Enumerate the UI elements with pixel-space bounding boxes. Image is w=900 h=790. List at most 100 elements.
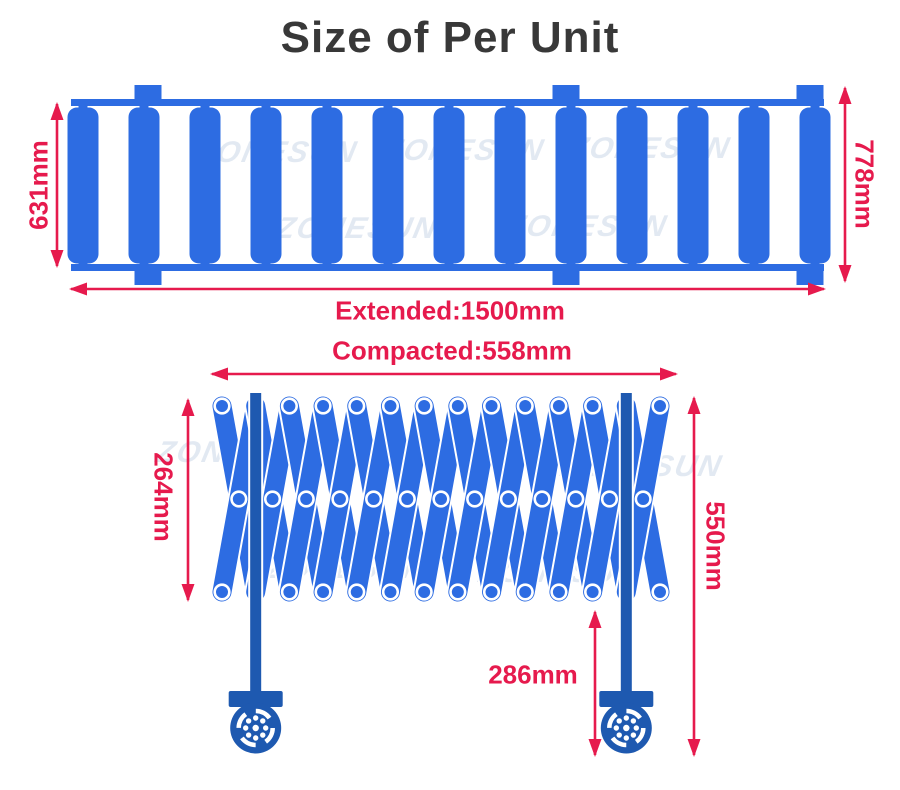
- rail-tab: [134, 270, 162, 285]
- roller: [311, 107, 343, 264]
- overall-height-label: 550mm: [700, 501, 731, 591]
- roller: [494, 107, 526, 264]
- pivot-pin: [466, 490, 484, 508]
- extended-top-view: [67, 85, 831, 285]
- roller-axle: [566, 103, 576, 111]
- wheel-hub-hole: [623, 735, 630, 741]
- pivot-pin: [449, 583, 467, 601]
- roller: [799, 107, 831, 264]
- pivot-pin: [381, 397, 400, 415]
- pivot-pin: [567, 490, 585, 508]
- pivot-pin: [499, 490, 517, 508]
- pivot-pin: [651, 397, 669, 415]
- roller-axle: [505, 103, 515, 111]
- pivot-pin: [297, 490, 315, 508]
- pivot-pin: [314, 397, 332, 415]
- rail-tab: [552, 270, 580, 285]
- rail-tab: [134, 85, 162, 100]
- pivot-pin: [634, 490, 652, 508]
- pivot-pin: [482, 397, 501, 415]
- pivot-pin: [533, 490, 551, 508]
- wheel-hub-hole: [260, 732, 266, 738]
- roller: [616, 107, 648, 264]
- leg-post: [248, 391, 264, 699]
- wheel-blades: [236, 708, 275, 748]
- pivot-pin: [314, 583, 332, 601]
- roller: [677, 107, 709, 264]
- pivot-pin: [482, 583, 501, 601]
- pivot-pin: [365, 490, 383, 508]
- rail-tab: [796, 85, 824, 100]
- pivot-pin: [348, 583, 366, 601]
- roller-axle: [688, 103, 698, 111]
- wheel-hub-hole: [262, 725, 269, 731]
- wheel-hub-hole: [245, 732, 252, 738]
- roller-axle: [749, 103, 759, 111]
- pivot-pin: [398, 490, 416, 508]
- wheel-hub-hole: [616, 718, 622, 724]
- roller: [250, 107, 282, 264]
- pivot-pin: [381, 583, 400, 601]
- pivot-pin: [584, 583, 602, 601]
- pivot-pin: [550, 397, 568, 415]
- page-title: Size of Per Unit: [280, 13, 620, 62]
- leg-height-label: 286mm: [488, 659, 578, 690]
- roller-axle: [810, 103, 820, 111]
- pivot-pin: [432, 490, 450, 508]
- wheel-hub-hole: [260, 718, 266, 724]
- leg-crossbar: [599, 691, 654, 707]
- wheel-hub-hole: [252, 715, 259, 721]
- roller-axle: [627, 103, 637, 111]
- wheel-hub-hole: [630, 718, 637, 724]
- roller: [372, 107, 404, 264]
- leg-crossbar: [228, 691, 283, 707]
- roller-axle: [322, 103, 332, 111]
- pivot-pin: [600, 490, 619, 508]
- roller-axle: [383, 103, 393, 111]
- compacted-length-label: Compacted:558mm: [332, 335, 572, 366]
- roller-length-label: 631mm: [23, 140, 54, 230]
- pivot-pin: [263, 490, 282, 508]
- wheel-hub-hole: [623, 715, 630, 721]
- wheel-hub-hole: [613, 725, 620, 731]
- wheel-hub-hole: [616, 732, 622, 738]
- roller: [67, 107, 99, 264]
- roller-axle: [261, 103, 271, 111]
- pivot-pin: [584, 397, 602, 415]
- roller-axle: [444, 103, 454, 111]
- pivot-pin: [415, 397, 433, 415]
- pivot-pin: [230, 490, 248, 508]
- rail-tab: [552, 85, 580, 100]
- pivot-pin: [516, 583, 534, 601]
- frame-height-label: 264mm: [148, 452, 179, 542]
- pivot-pin: [651, 583, 669, 601]
- wheel-hub-hole: [252, 735, 259, 741]
- top-rail: [71, 99, 824, 106]
- wheel-hub-hole: [630, 732, 637, 738]
- pivot-pin: [449, 397, 467, 415]
- extended-length-label: Extended:1500mm: [335, 295, 565, 326]
- pivot-pin: [516, 397, 534, 415]
- pivot-pin: [331, 490, 349, 508]
- roller: [433, 107, 465, 264]
- bottom-rail: [71, 264, 824, 271]
- roller: [189, 107, 221, 264]
- pivot-pin: [213, 397, 231, 415]
- overall-width-label: 778mm: [849, 139, 880, 229]
- leg-post: [618, 391, 634, 699]
- pivot-pin: [348, 397, 366, 415]
- roller-axle: [139, 103, 149, 111]
- wheel-blades: [607, 708, 646, 748]
- wheel-hub: [623, 724, 630, 732]
- wheel-hub-hole: [633, 725, 640, 731]
- pivot-pin: [213, 583, 231, 601]
- pivot-pin: [280, 583, 298, 601]
- roller-axle: [78, 103, 88, 111]
- pivot-pin: [415, 583, 433, 601]
- dimension-arrows: [50, 86, 852, 757]
- roller: [128, 107, 160, 264]
- wheel-hub-hole: [245, 718, 252, 724]
- roller-axle: [200, 103, 210, 111]
- roller: [738, 107, 770, 264]
